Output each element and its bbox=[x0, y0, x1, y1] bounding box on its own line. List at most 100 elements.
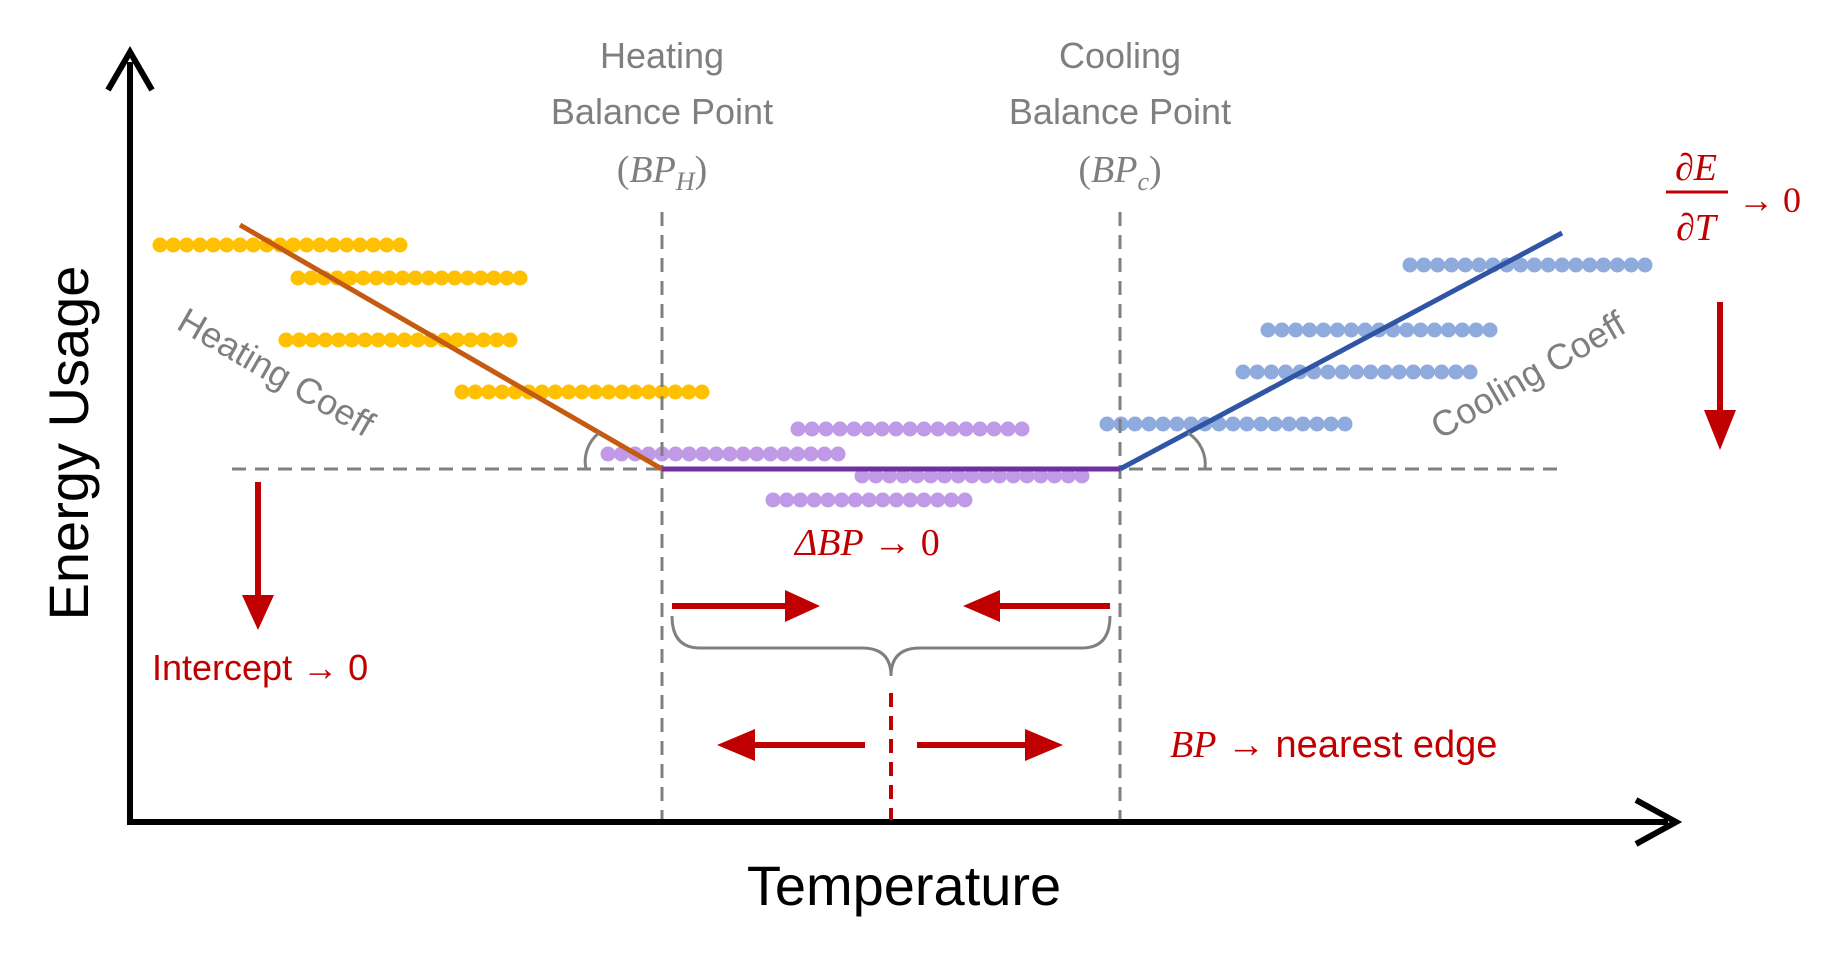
heating-data-point bbox=[370, 332, 386, 348]
heating-data-point bbox=[627, 384, 643, 400]
base-data-point bbox=[708, 446, 724, 462]
cooling-bp-title-2: Balance Point bbox=[1009, 91, 1231, 132]
heating-data-point bbox=[304, 332, 320, 348]
heating-data-point bbox=[547, 384, 563, 400]
base-data-point bbox=[804, 421, 820, 437]
heating-data-point bbox=[232, 237, 248, 253]
cooling-data-point bbox=[1596, 257, 1611, 273]
cooling-bp-symbol: (BPc) bbox=[1078, 149, 1161, 196]
heating-angle-arc bbox=[583, 431, 600, 470]
cooling-data-point bbox=[1444, 257, 1459, 273]
slope-denominator: ∂T bbox=[1676, 207, 1719, 249]
base-data-point bbox=[909, 468, 925, 484]
heating-data-point bbox=[601, 384, 617, 400]
cooling-data-point bbox=[1155, 416, 1171, 432]
heating-data-point bbox=[460, 270, 476, 286]
cooling-data-point bbox=[1235, 364, 1251, 380]
y-axis-label: Energy Usage bbox=[37, 266, 100, 621]
intercept-down-arrow bbox=[242, 482, 274, 630]
heating-data-point bbox=[694, 384, 710, 400]
cooling-data-point bbox=[1377, 364, 1393, 380]
base-data-point bbox=[722, 446, 738, 462]
heating-data-point bbox=[667, 384, 683, 400]
heating-data-point bbox=[641, 384, 657, 400]
slope-down-arrow bbox=[1704, 302, 1736, 450]
heating-data-point bbox=[654, 384, 670, 400]
slope-numerator: ∂E bbox=[1675, 147, 1717, 189]
cooling-data-point bbox=[1457, 257, 1473, 273]
x-axis-arrowhead bbox=[1634, 797, 1683, 847]
base-data-point bbox=[1005, 468, 1021, 484]
base-data-point bbox=[930, 421, 946, 437]
heating-data-point bbox=[467, 384, 483, 400]
cooling-data-point bbox=[1323, 416, 1339, 432]
cooling-data-point bbox=[1513, 257, 1529, 273]
heating-data-point bbox=[587, 384, 603, 400]
heating-data-point bbox=[381, 270, 397, 286]
base-data-point bbox=[1074, 468, 1090, 484]
balance-range-brace bbox=[670, 615, 1112, 677]
cooling-data-point bbox=[1127, 416, 1143, 432]
cooling-data-point bbox=[1419, 364, 1435, 380]
cooling-data-point bbox=[1249, 364, 1265, 380]
heating-data-point bbox=[205, 237, 221, 253]
cooling-data-point bbox=[1609, 257, 1625, 273]
cooling-data-point bbox=[1141, 416, 1157, 432]
heating-data-point bbox=[303, 270, 319, 286]
cooling-data-point bbox=[1568, 257, 1584, 273]
cooling-data-point bbox=[1253, 416, 1269, 432]
heating-data-point bbox=[339, 237, 355, 253]
base-data-point bbox=[950, 468, 966, 484]
cooling-data-point bbox=[1554, 257, 1570, 273]
cooling-data-point bbox=[1343, 322, 1359, 338]
cooling-data-point bbox=[1225, 416, 1241, 432]
base-data-point bbox=[1014, 421, 1030, 437]
base-data-point bbox=[888, 421, 904, 437]
intercept-label: Intercept → 0 bbox=[152, 647, 368, 688]
base-data-points bbox=[600, 421, 1090, 508]
heating-data-point bbox=[486, 270, 502, 286]
heating-data-points bbox=[152, 237, 710, 400]
heating-data-point bbox=[614, 384, 630, 400]
heating-data-point bbox=[152, 237, 168, 253]
base-data-point bbox=[1019, 468, 1035, 484]
cooling-data-point bbox=[1462, 364, 1478, 380]
base-data-point bbox=[944, 421, 960, 437]
cooling-data-point bbox=[1263, 364, 1279, 380]
cooling-data-point bbox=[1295, 416, 1311, 432]
base-data-point bbox=[958, 421, 974, 437]
cooling-data-point bbox=[1416, 257, 1432, 273]
cooling-bp-title-1: Cooling bbox=[1059, 35, 1181, 76]
base-data-point bbox=[957, 492, 973, 508]
bp-left-arrow bbox=[717, 729, 865, 761]
base-data-point bbox=[964, 468, 980, 484]
heating-data-point bbox=[463, 332, 478, 348]
cooling-data-point bbox=[1582, 257, 1598, 273]
base-data-point bbox=[1060, 468, 1076, 484]
cooling-data-point bbox=[1468, 322, 1484, 338]
cooling-data-point bbox=[1288, 322, 1304, 338]
base-data-point bbox=[832, 421, 848, 437]
base-data-point bbox=[937, 468, 952, 484]
heating-data-point bbox=[299, 237, 315, 253]
cooling-data-point bbox=[1427, 322, 1442, 338]
base-data-point bbox=[1000, 421, 1016, 437]
heating-data-point bbox=[285, 237, 301, 253]
base-data-point bbox=[882, 468, 897, 484]
heating-data-point bbox=[476, 332, 492, 348]
cooling-data-point bbox=[1637, 257, 1653, 273]
base-data-point bbox=[846, 421, 862, 437]
cooling-data-point bbox=[1239, 416, 1255, 432]
cooling-data-point bbox=[1434, 364, 1450, 380]
base-data-point bbox=[834, 492, 850, 508]
base-data-point bbox=[1047, 468, 1062, 484]
cooling-data-point bbox=[1337, 416, 1353, 432]
cooling-data-point bbox=[1623, 257, 1639, 273]
base-data-point bbox=[854, 468, 870, 484]
cooling-data-point bbox=[1540, 257, 1556, 273]
cooling-data-point bbox=[1391, 364, 1407, 380]
delta-bp-label: ΔBP → 0 bbox=[793, 522, 940, 564]
base-data-point bbox=[943, 492, 959, 508]
